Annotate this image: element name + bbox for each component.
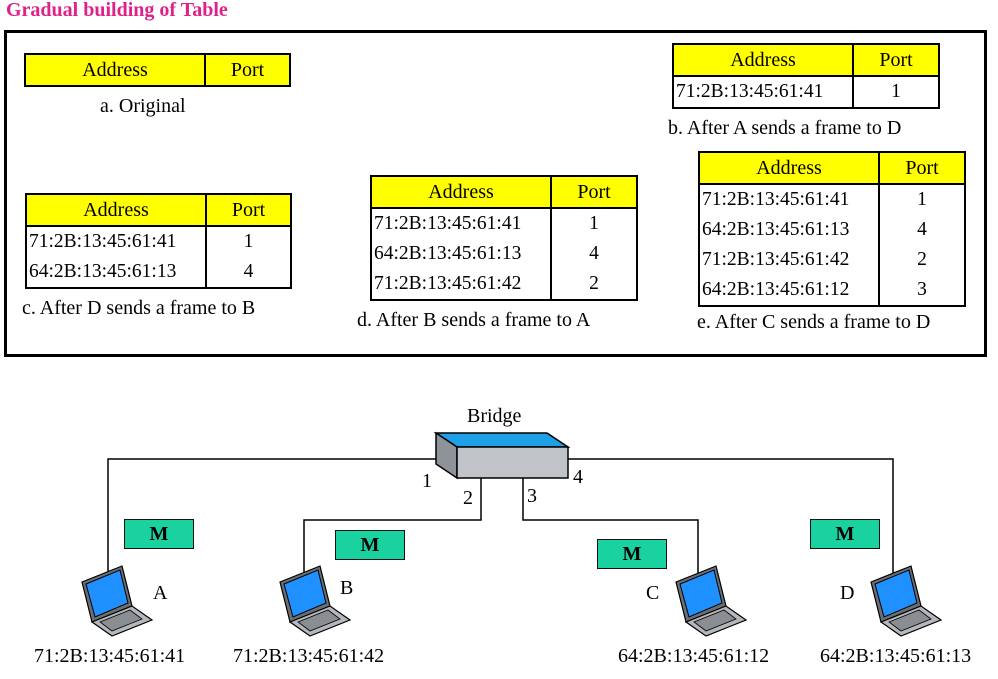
port-cell: 2 bbox=[550, 269, 638, 301]
port-label-3: 3 bbox=[527, 485, 537, 507]
address-cell: 71:2B:13:45:61:41 bbox=[370, 208, 552, 239]
address-header: Address bbox=[370, 175, 552, 209]
port-label-2: 2 bbox=[463, 487, 473, 509]
port-cell: 4 bbox=[550, 239, 638, 269]
caption-b: b. After A sends a frame to D bbox=[668, 117, 902, 139]
cable-port-3 bbox=[522, 478, 699, 578]
table-row: 64:2B:13:45:61:13 4 bbox=[25, 257, 292, 289]
table-row: 71:2B:13:45:61:41 1 bbox=[672, 76, 940, 109]
host-name-b: B bbox=[340, 577, 354, 599]
bridge-icon bbox=[433, 431, 571, 480]
cable-port-4 bbox=[567, 458, 894, 578]
address-header: Address bbox=[672, 43, 854, 77]
host-name-c: C bbox=[646, 582, 660, 604]
table-d: Address Port 71:2B:13:45:61:41 1 64:2B:1… bbox=[370, 175, 638, 301]
table-row: 64:2B:13:45:61:13 4 bbox=[370, 239, 638, 269]
address-cell: 71:2B:13:45:61:42 bbox=[370, 269, 552, 301]
host-mac-c: 64:2B:13:45:61:12 bbox=[618, 645, 770, 667]
page-title: Gradual building of Table bbox=[6, 0, 228, 21]
caption-e: e. After C sends a frame to D bbox=[697, 311, 931, 333]
host-name-d: D bbox=[840, 582, 855, 604]
laptop-icon bbox=[675, 565, 748, 637]
address-cell: 64:2B:13:45:61:12 bbox=[698, 275, 880, 307]
port-header: Port bbox=[205, 193, 292, 227]
frame-box-a: M bbox=[124, 519, 194, 549]
address-cell: 64:2B:13:45:61:13 bbox=[25, 257, 207, 289]
table-row: 71:2B:13:45:61:42 2 bbox=[370, 269, 638, 301]
table-row: 71:2B:13:45:61:41 1 bbox=[25, 226, 292, 257]
port-cell: 2 bbox=[878, 245, 966, 275]
table-row: 71:2B:13:45:61:41 1 bbox=[370, 208, 638, 239]
table-panel bbox=[4, 30, 987, 357]
laptop-icon bbox=[870, 565, 943, 637]
cable-port-2 bbox=[303, 478, 482, 578]
port-header: Port bbox=[878, 151, 966, 185]
address-cell: 71:2B:13:45:61:41 bbox=[698, 184, 880, 215]
table-b: Address Port 71:2B:13:45:61:41 1 bbox=[672, 43, 940, 109]
table-c: Address Port 71:2B:13:45:61:41 1 64:2B:1… bbox=[25, 193, 292, 289]
frame-box-c: M bbox=[597, 539, 667, 569]
port-cell: 1 bbox=[550, 208, 638, 239]
address-cell: 64:2B:13:45:61:13 bbox=[698, 215, 880, 245]
host-mac-d: 64:2B:13:45:61:13 bbox=[820, 645, 972, 667]
table-e: Address Port 71:2B:13:45:61:41 1 64:2B:1… bbox=[698, 151, 966, 307]
port-cell: 1 bbox=[852, 76, 940, 109]
bridge-label: Bridge bbox=[467, 405, 522, 427]
port-label-1: 1 bbox=[422, 470, 432, 492]
host-mac-b: 71:2B:13:45:61:42 bbox=[233, 645, 385, 667]
address-cell: 71:2B:13:45:61:42 bbox=[698, 245, 880, 275]
table-row: 71:2B:13:45:61:42 2 bbox=[698, 245, 966, 275]
address-header: Address bbox=[25, 193, 207, 227]
cables bbox=[107, 458, 894, 578]
table-row: 71:2B:13:45:61:41 1 bbox=[698, 184, 966, 215]
address-header: Address bbox=[698, 151, 880, 185]
port-cell: 4 bbox=[878, 215, 966, 245]
address-cell: 71:2B:13:45:61:41 bbox=[672, 76, 854, 109]
caption-c: c. After D sends a frame to B bbox=[22, 297, 256, 319]
laptop-icon bbox=[279, 565, 352, 637]
port-header: Port bbox=[550, 175, 638, 209]
cable-port-1 bbox=[107, 458, 460, 578]
caption-a: a. Original bbox=[100, 95, 186, 117]
table-a: Address Port bbox=[24, 53, 291, 87]
laptop-icon bbox=[81, 565, 154, 637]
frame-box-d: M bbox=[810, 519, 880, 549]
address-cell: 71:2B:13:45:61:41 bbox=[25, 226, 207, 257]
address-cell: 64:2B:13:45:61:13 bbox=[370, 239, 552, 269]
table-row: 64:2B:13:45:61:12 3 bbox=[698, 275, 966, 307]
port-cell: 3 bbox=[878, 275, 966, 307]
port-cell: 1 bbox=[878, 184, 966, 215]
host-name-a: A bbox=[153, 582, 168, 604]
caption-d: d. After B sends a frame to A bbox=[357, 309, 591, 331]
port-label-4: 4 bbox=[573, 466, 583, 488]
port-cell: 4 bbox=[205, 257, 292, 289]
port-header: Port bbox=[852, 43, 940, 77]
address-header: Address bbox=[24, 53, 206, 87]
port-header: Port bbox=[204, 53, 291, 87]
frame-box-b: M bbox=[335, 530, 405, 560]
host-mac-a: 71:2B:13:45:61:41 bbox=[34, 645, 186, 667]
port-cell: 1 bbox=[205, 226, 292, 257]
table-row: 64:2B:13:45:61:13 4 bbox=[698, 215, 966, 245]
